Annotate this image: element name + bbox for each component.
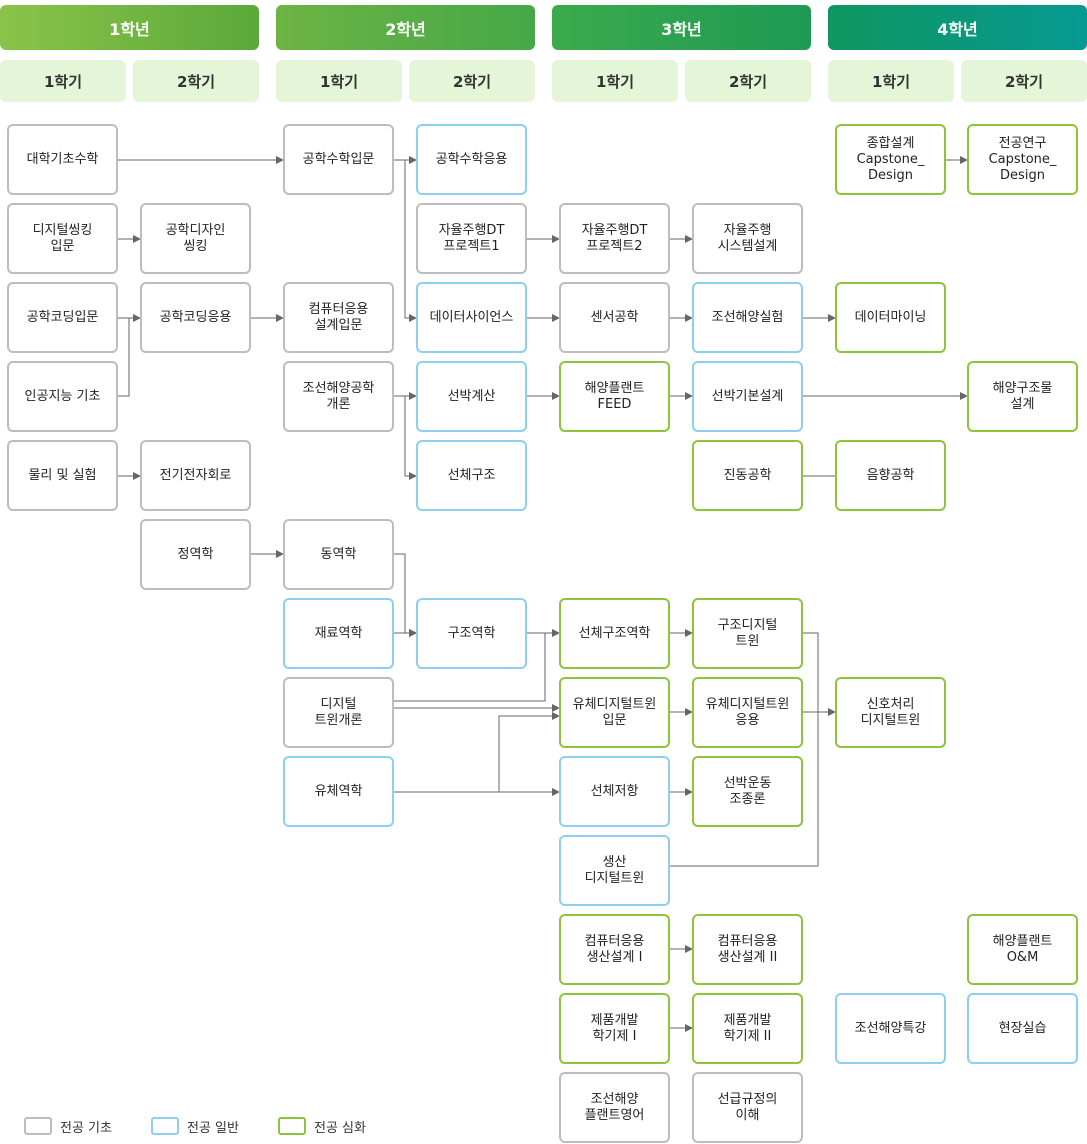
course-statics: 정역학 [140, 519, 251, 590]
legend-advanced-swatch [278, 1117, 306, 1135]
course-autonomous-dt1: 자율주행DT 프로젝트1 [416, 203, 527, 274]
course-data-science: 데이터사이언스 [416, 282, 527, 353]
course-offshore-english: 조선해양 플랜트영어 [559, 1072, 670, 1143]
course-hull-resistance: 선체저항 [559, 756, 670, 827]
course-vibration-eng: 진동공학 [692, 440, 803, 511]
course-autonomous-dt2: 자율주행DT 프로젝트2 [559, 203, 670, 274]
semester-header-y2-s2: 2학기 [409, 60, 535, 102]
course-fluid-dt-intro: 유체디지털트윈 입문 [559, 677, 670, 748]
course-ship-motion: 선박운동 조종론 [692, 756, 803, 827]
course-data-mining: 데이터마이닝 [835, 282, 946, 353]
legend-basic: 전공 기초 [24, 1114, 112, 1138]
legend-general-swatch [151, 1117, 179, 1135]
course-physics-lab: 물리 및 실험 [7, 440, 118, 511]
course-product-dev-1: 제품개발 학기제 I [559, 993, 670, 1064]
course-digital-twin-intro: 디지털 트윈개론 [283, 677, 394, 748]
course-fluid-dt-app: 유체디지털트윈 응용 [692, 677, 803, 748]
course-computer-design-intro: 컴퓨터응용 설계입문 [283, 282, 394, 353]
course-signal-dt: 신호처리 디지털트윈 [835, 677, 946, 748]
semester-header-y1-s2: 2학기 [133, 60, 259, 102]
legend-advanced: 전공 심화 [278, 1114, 366, 1138]
course-offshore-feed: 해양플랜트 FEED [559, 361, 670, 432]
course-structural-mech: 구조역학 [416, 598, 527, 669]
course-sensor-eng: 센서공학 [559, 282, 670, 353]
course-hull-structural-mech: 선체구조역학 [559, 598, 670, 669]
course-capstone-1: 종합설계 Capstone_ Design [835, 124, 946, 195]
course-structural-dt: 구조디지털 트윈 [692, 598, 803, 669]
year-header-1: 1학년 [0, 5, 259, 50]
semester-header-y2-s1: 1학기 [276, 60, 402, 102]
course-eng-design-thinking: 공학디자인 씽킹 [140, 203, 251, 274]
legend-general-label: 전공 일반 [187, 1120, 239, 1136]
legend-general: 전공 일반 [151, 1114, 239, 1138]
course-eng-coding-app: 공학코딩응용 [140, 282, 251, 353]
course-offshore-structure: 해양구조물 설계 [967, 361, 1078, 432]
course-naval-special: 조선해양특강 [835, 993, 946, 1064]
course-computer-prod-design-2: 컴퓨터응용 생산설계 II [692, 914, 803, 985]
course-capstone-2: 전공연구 Capstone_ Design [967, 124, 1078, 195]
legend-basic-label: 전공 기초 [60, 1120, 112, 1136]
course-computer-prod-design-1: 컴퓨터응용 생산설계 I [559, 914, 670, 985]
course-naval-eng-intro: 조선해양공학 개론 [283, 361, 394, 432]
course-naval-lab: 조선해양실험 [692, 282, 803, 353]
year-header-4: 4학년 [828, 5, 1087, 50]
course-ai-basics: 인공지능 기초 [7, 361, 118, 432]
course-hull-structure: 선체구조 [416, 440, 527, 511]
course-field-practice: 현장실습 [967, 993, 1078, 1064]
legend-basic-swatch [24, 1117, 52, 1135]
course-production-dt: 생산 디지털트윈 [559, 835, 670, 906]
course-material-mech: 재료역학 [283, 598, 394, 669]
course-ship-calc: 선박계산 [416, 361, 527, 432]
semester-header-y3-s2: 2학기 [685, 60, 811, 102]
semester-header-y4-s1: 1학기 [828, 60, 954, 102]
course-dynamics: 동역학 [283, 519, 394, 590]
year-header-2: 2학년 [276, 5, 535, 50]
course-univ-math: 대학기초수학 [7, 124, 118, 195]
course-digital-thinking: 디지털씽킹 입문 [7, 203, 118, 274]
course-fluid-mech: 유체역학 [283, 756, 394, 827]
course-class-rules: 선급규정의 이해 [692, 1072, 803, 1143]
course-product-dev-2: 제품개발 학기제 II [692, 993, 803, 1064]
course-eng-math-intro: 공학수학입문 [283, 124, 394, 195]
course-offshore-om: 해양플랜트 O&M [967, 914, 1078, 985]
course-eng-math-app: 공학수학응용 [416, 124, 527, 195]
semester-header-y1-s1: 1학기 [0, 60, 126, 102]
course-autonomous-system: 자율주행 시스템설계 [692, 203, 803, 274]
course-electric-circuits: 전기전자회로 [140, 440, 251, 511]
course-eng-coding-intro: 공학코딩입문 [7, 282, 118, 353]
year-header-3: 3학년 [552, 5, 811, 50]
semester-header-y4-s2: 2학기 [961, 60, 1087, 102]
course-acoustics: 음향공학 [835, 440, 946, 511]
course-ship-basic-design: 선박기본설계 [692, 361, 803, 432]
legend-advanced-label: 전공 심화 [314, 1120, 366, 1136]
semester-header-y3-s1: 1학기 [552, 60, 678, 102]
